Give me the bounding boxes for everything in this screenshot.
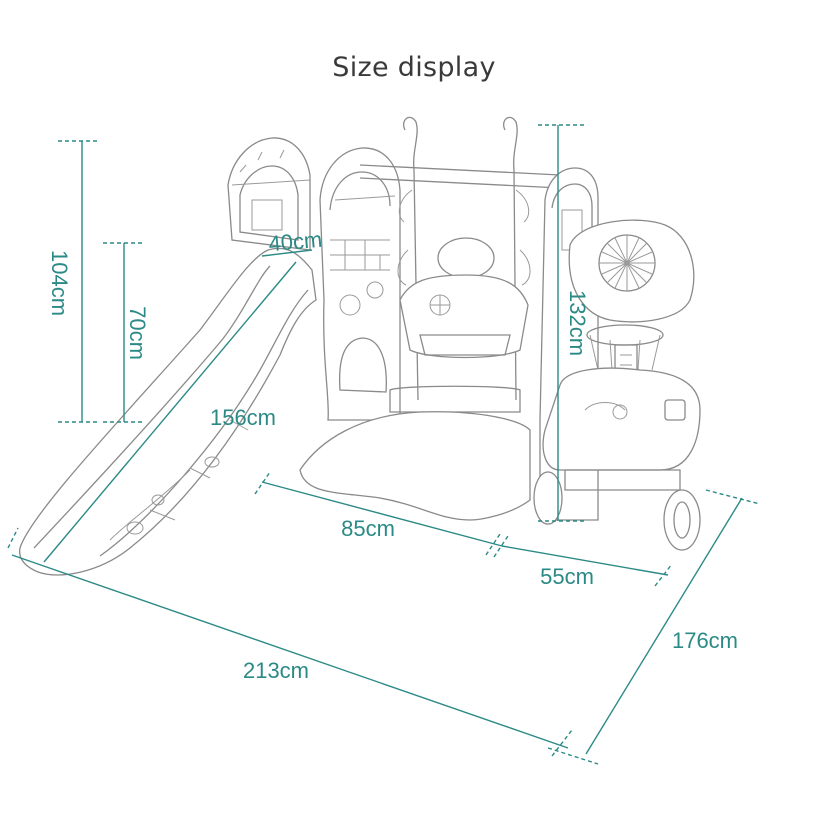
swing-drawing: [359, 116, 561, 413]
base-platform-drawing: [299, 411, 531, 521]
ride-on-car-drawing: [533, 367, 701, 551]
dim-132cm-label: 132cm: [565, 290, 590, 356]
page-title: Size display: [332, 52, 496, 83]
dim-176cm-label: 176cm: [672, 628, 738, 653]
dim-85cm-label: 85cm: [341, 516, 395, 541]
dim-40cm-label: 40cm: [267, 227, 323, 257]
slide-drawing: [18, 247, 317, 576]
dim-70cm-label: 70cm: [125, 306, 150, 360]
dim-156cm-label: 156cm: [210, 405, 276, 430]
dim-213cm-label: 213cm: [243, 658, 309, 683]
dim-55cm-label: 55cm: [540, 564, 594, 589]
dimension-lines: [7, 124, 761, 765]
dim-104cm-label: 104cm: [47, 250, 72, 316]
left-tower-drawing: [227, 137, 311, 251]
middle-tower-drawing: [319, 147, 401, 421]
playset-illustration: [18, 116, 701, 576]
